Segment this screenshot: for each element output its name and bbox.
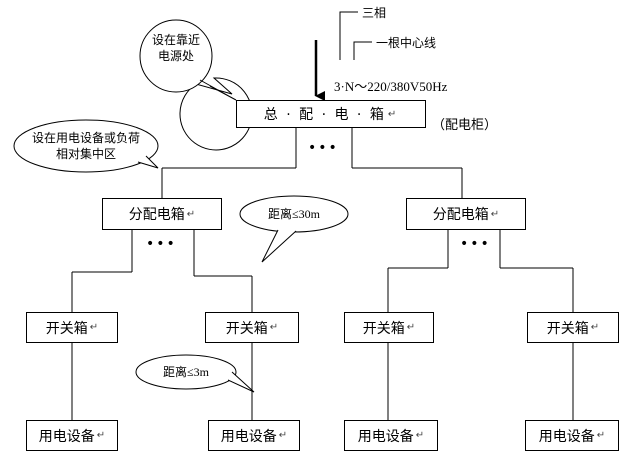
callout-near-source-bubble	[179, 77, 253, 151]
switch-box-1: 开关箱 ↵	[26, 312, 118, 343]
main-distribution-box-label: 总 · 配 · 电 · 箱	[263, 107, 386, 123]
equipment-box-4: 用电设备 ↵	[525, 420, 619, 451]
callout-3m-text: 距离≤3m	[163, 365, 209, 379]
equipment-box-3: 用电设备 ↵	[344, 420, 438, 451]
callout-near-source-circle	[139, 19, 213, 93]
callout-3m-ellipse	[135, 354, 237, 390]
para-mark: ↵	[278, 430, 288, 441]
three-phase-leader	[339, 11, 358, 60]
para-mark: ↵	[490, 208, 500, 220]
sub-distribution-box-left: 分配电箱 ↵	[102, 198, 222, 230]
para-mark: ↵	[96, 430, 106, 441]
switch-box-label: 开关箱	[362, 320, 405, 337]
equipment-box-label: 用电设备	[220, 428, 277, 445]
switch-box-2: 开关箱 ↵	[205, 312, 299, 343]
ellipsis-main: •••	[308, 140, 339, 156]
switch-box-label: 开关箱	[546, 320, 589, 337]
switch-box-3: 开关箱 ↵	[344, 312, 434, 343]
neutral-label: 一根中心线	[376, 36, 437, 50]
main-distribution-box: 总 · 配 · 电 · 箱 ↵	[236, 100, 426, 128]
switch-box-label: 开关箱	[225, 320, 268, 337]
sub-distribution-box-label: 分配电箱	[128, 207, 185, 223]
para-mark: ↵	[415, 430, 425, 441]
callout-near-load-text: 设在用电设备或负荷相对集中区	[31, 131, 140, 161]
equipment-box-label: 用电设备	[538, 428, 595, 445]
ellipsis-right-sub: •••	[460, 236, 491, 252]
callout-near-source-text: 设在靠近电源处	[151, 33, 200, 63]
switch-box-label: 开关箱	[45, 320, 88, 337]
para-mark: ↵	[406, 322, 416, 333]
para-mark: ↵	[387, 108, 399, 120]
equipment-box-label: 用电设备	[38, 428, 95, 445]
equipment-box-2: 用电设备 ↵	[208, 420, 300, 451]
para-mark: ↵	[186, 208, 196, 220]
equipment-box-1: 用电设备 ↵	[26, 420, 118, 451]
callout-30m-text: 距离≤30m	[268, 207, 320, 221]
ellipsis-left-sub: •••	[146, 236, 177, 252]
sub-distribution-box-right: 分配电箱 ↵	[406, 198, 526, 230]
para-mark: ↵	[89, 322, 99, 333]
equipment-box-label: 用电设备	[357, 428, 414, 445]
switch-box-4: 开关箱 ↵	[527, 312, 619, 343]
para-mark: ↵	[590, 322, 600, 333]
callout-30m-tail	[261, 229, 297, 263]
callout-3m-tail	[227, 371, 255, 393]
callout-near-load-ellipse	[13, 119, 159, 173]
sub-distribution-box-label: 分配电箱	[432, 207, 489, 223]
callout-near-load-tail	[137, 155, 159, 169]
neutral-leader	[353, 41, 372, 60]
supply-spec-label: 3·N～220/380V50Hz	[334, 79, 448, 94]
three-phase-label: 三相	[362, 6, 387, 20]
para-mark: ↵	[596, 430, 606, 441]
para-mark: ↵	[269, 322, 279, 333]
main-box-note: （配电柜）	[432, 118, 498, 133]
